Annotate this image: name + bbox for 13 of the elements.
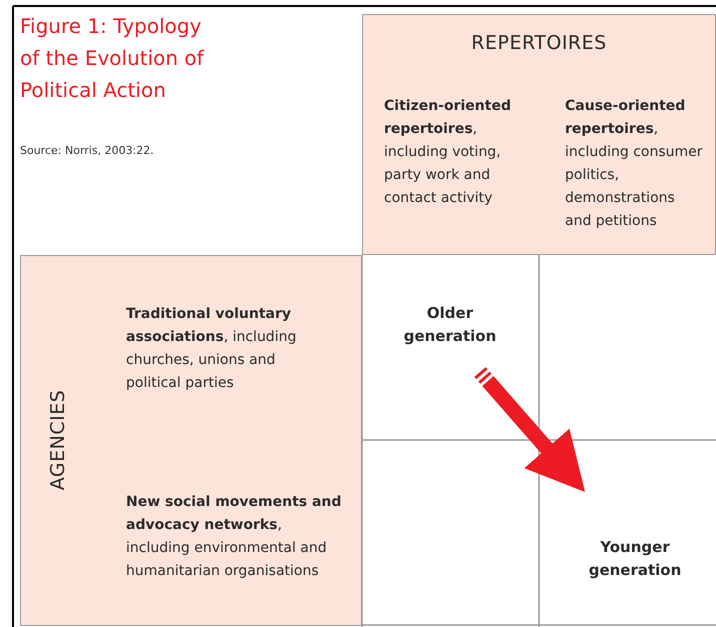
cell-label: Older generation <box>395 302 505 372</box>
header-band <box>362 14 716 255</box>
source-note: Source: Norris, 2003:22. <box>20 144 154 157</box>
figure-title: Figure 1: Typology of the Evolution of Political Action <box>20 13 205 104</box>
axis-heading: AGENCIES <box>47 388 69 492</box>
arrow <box>482 376 586 492</box>
header-band <box>20 255 362 626</box>
cell-label: Younger generation <box>575 492 695 587</box>
row-header: Traditional voluntary associations, including churches, unions and political parties <box>126 303 326 395</box>
column-header: Cause-oriented repertoires, including consumer politics, demonstrations and petitions <box>565 95 705 233</box>
axis-heading: REPERTOIRES <box>470 32 608 54</box>
row-header: New social movements and advocacy networks, including environmental and humanitarian organisations <box>126 491 344 583</box>
column-header: Citizen-oriented repertoires, including voting, party work and contact activity <box>384 95 532 210</box>
